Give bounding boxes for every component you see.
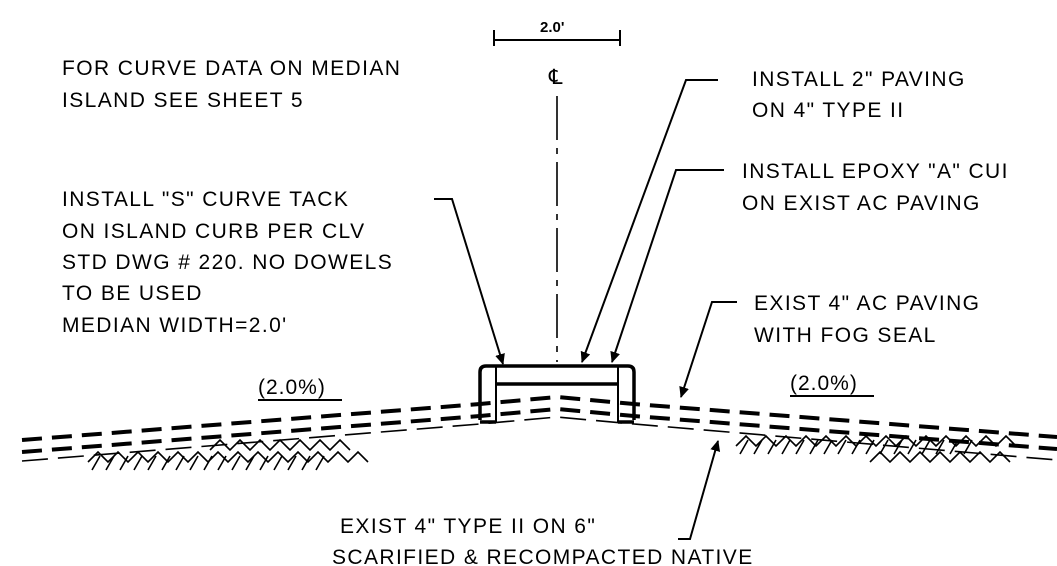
note-install-epoxy: INSTALL EPOXY "A" CUI ON EXIST AC PAVING [742, 160, 1009, 215]
note-curve-data-line-1: FOR CURVE DATA ON MEDIAN [62, 57, 401, 80]
median-island-curb [478, 364, 636, 424]
note-exist-ac-line-2: WITH FOG SEAL [754, 324, 937, 347]
centerline: ℄ [548, 66, 564, 362]
note-install-epoxy-line-2: ON EXIST AC PAVING [742, 192, 981, 215]
note-install-paving-line-2: ON 4" TYPE II [752, 99, 904, 122]
note-install-s-curve-line-4: TO BE USED [62, 282, 203, 305]
note-curve-data-line-2: ISLAND SEE SHEET 5 [62, 89, 304, 112]
note-install-s-curve: INSTALL "S" CURVE TACK ON ISLAND CURB PE… [62, 188, 393, 337]
slope-left-text: (2.0%) [258, 376, 326, 399]
existing-ac-paving-line [21, 394, 1057, 454]
centerline-symbol: ℄ [548, 66, 564, 89]
note-install-s-curve-line-2: ON ISLAND CURB PER CLV [62, 220, 365, 243]
slope-label-right: (2.0%) [790, 372, 874, 397]
note-install-s-curve-line-1: INSTALL "S" CURVE TACK [62, 188, 349, 211]
dimension-label: 2.0' [540, 19, 564, 36]
note-install-paving: INSTALL 2" PAVING ON 4" TYPE II [752, 68, 966, 122]
native-ground-hatch-right [735, 434, 1017, 464]
note-exist-ac-paving: EXIST 4" AC PAVING WITH FOG SEAL [754, 292, 980, 347]
note-exist-type-ii-line-2: SCARIFIED & RECOMPACTED NATIVE [332, 546, 754, 566]
note-install-epoxy-line-1: INSTALL EPOXY "A" CUI [742, 160, 1009, 183]
note-curve-data: FOR CURVE DATA ON MEDIAN ISLAND SEE SHEE… [62, 57, 401, 112]
note-exist-ac-line-1: EXIST 4" AC PAVING [754, 292, 980, 315]
existing-type-ii-base-line [21, 416, 1057, 462]
slope-label-left: (2.0%) [258, 376, 342, 401]
leader-lines [434, 79, 737, 540]
note-exist-type-ii: EXIST 4" TYPE II ON 6" SCARIFIED & RECOM… [332, 515, 754, 566]
slope-right-text: (2.0%) [790, 372, 858, 395]
note-install-s-curve-line-3: STD DWG # 220. NO DOWELS [62, 251, 393, 274]
note-install-s-curve-line-5: MEDIAN WIDTH=2.0' [62, 314, 288, 337]
note-exist-type-ii-line-1: EXIST 4" TYPE II ON 6" [340, 515, 596, 538]
dimension-2ft: 2.0' [493, 19, 621, 46]
note-install-paving-line-1: INSTALL 2" PAVING [752, 68, 966, 91]
native-ground-hatch-left [87, 438, 369, 471]
